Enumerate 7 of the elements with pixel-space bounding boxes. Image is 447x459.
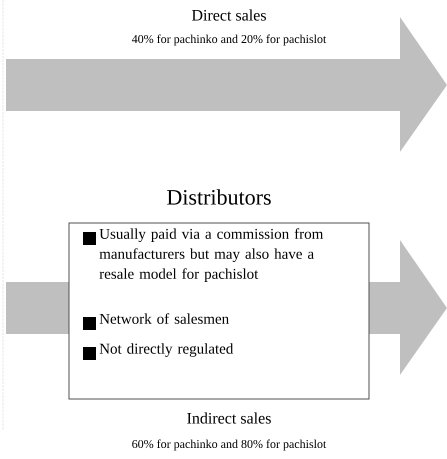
bullet-item: Not directly regulated (100, 343, 234, 357)
heading: Distributors (167, 189, 271, 205)
label-note: 60% for pachinko and 80% for pachislot (132, 440, 326, 450)
bullet-item: Usually paid via a commission from manufacturers but may also have a resale model for pachislot (100, 228, 324, 282)
label-note: 40% for pachinko and 20% for pachislot (132, 34, 326, 46)
bullet-item: Network of salesmen (100, 313, 229, 324)
label-heading: Direct sales (192, 9, 266, 21)
